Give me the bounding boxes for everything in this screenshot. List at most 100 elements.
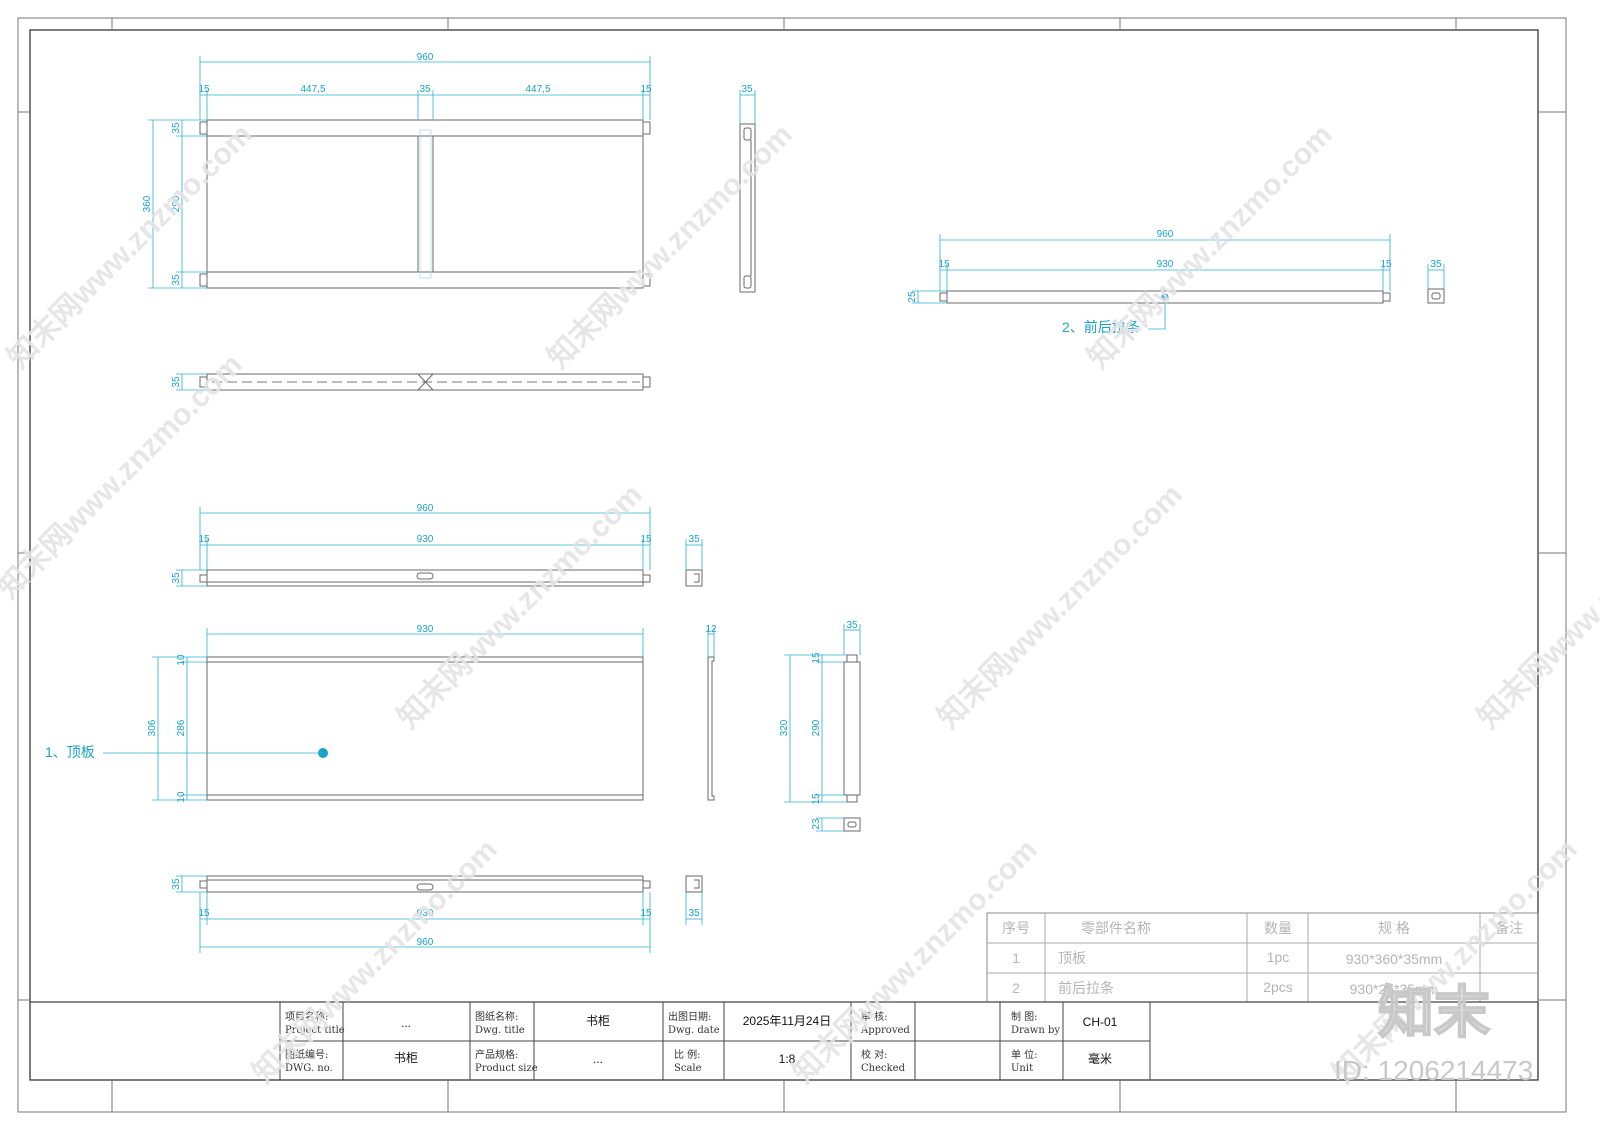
bom-header-spec: 规 格 [1378,920,1410,936]
dim-35: 35 [688,534,700,545]
board-bottom-edge-view: 35 15 930 15 35 960 [171,875,703,953]
dim-15: 15 [811,793,822,805]
size-value: ... [593,1052,603,1066]
scale-label: 比 例: [674,1048,701,1061]
rail-end-view: 35 320 15 290 15 23 [779,620,861,832]
dim-23: 23 [811,818,822,830]
rail-view: 2、前后拉条 [939,288,1445,335]
bom-row1-spec: 930*360*35mm [1346,951,1443,967]
dim-35: 35 [171,572,182,584]
dim-12: 12 [705,624,717,635]
drawn-value: CH-01 [1083,1015,1118,1029]
dim-960: 960 [417,937,434,948]
bom-row2-spec: 930*25*35mm [1350,981,1439,997]
approved-label-en: Approved [860,1025,910,1036]
svg-text:知末网www.znzmo.com: 知末网www.znzmo.com [0,348,249,605]
dim-35: 35 [688,908,700,919]
dim-306: 306 [147,719,158,736]
frame-plan-view [199,119,651,289]
unit-label-en: Unit [1011,1063,1033,1074]
board-top-edge-view: 960 15 930 15 35 35 [171,503,703,587]
size-label: 产品规格: [475,1048,518,1061]
callout-top-board: 1、顶板 [45,744,95,760]
board-plan-view: 930 306 10 286 10 1、顶板 [45,624,644,803]
bom-header-part: 零部件名称 [1081,920,1151,936]
bom-table: 序号 零部件名称 数量 规 格 备注 1 顶板 1pc 930*360*35mm… [986,912,1539,1003]
dim-360: 360 [142,195,153,212]
dim-930: 930 [417,908,434,919]
dim-290: 290 [171,195,182,212]
svg-text:知末网www.znzmo.com: 知末网www.znzmo.com [2,118,259,375]
dim-15: 15 [1380,259,1392,270]
dim-15: 15 [640,534,652,545]
approved-label: 审 核: [861,1010,888,1023]
unit-label: 单 位: [1011,1048,1038,1061]
bom-row1-no: 1 [1012,950,1020,966]
dim-35: 35 [171,878,182,890]
dim-960: 960 [417,52,434,63]
dim-15: 15 [198,534,210,545]
unit-value: 毫米 [1088,1051,1112,1066]
dwg-title-label-en: Dwg. title [475,1025,525,1036]
dim-15: 15 [198,84,210,95]
project-value: ... [401,1016,411,1030]
dim-35: 35 [846,620,858,631]
dim-447-5: 447,5 [525,84,550,95]
dim-290: 290 [811,719,822,736]
frame-ticks [18,18,1566,1112]
dwgno-label: 图纸编号: [285,1048,328,1061]
bom-row2-no: 2 [1012,980,1020,996]
outer-frame [17,17,1567,1113]
svg-text:知末网www.znzmo.com: 知末网www.znzmo.com [932,478,1189,735]
dim-10: 10 [176,791,187,803]
svg-text:知末网www.znzmo.com: 知末网www.znzmo.com [247,833,504,1090]
dwgno-value: 书柜 [394,1051,418,1065]
frame-front-view: 35 [171,373,651,391]
date-label-en: Dwg. date [668,1025,720,1036]
dim-35: 35 [1430,259,1442,270]
dwg-title-value: 书柜 [586,1014,610,1028]
checked-label-en: Checked [861,1063,906,1074]
dim-447-5: 447,5 [300,84,325,95]
date-value: 2025年11月24日 [743,1014,832,1028]
bom-row2-part: 前后拉条 [1058,980,1114,996]
bom-row1-part: 顶板 [1058,950,1086,966]
dim-15: 15 [938,259,950,270]
dim-25: 25 [907,291,918,303]
dwgno-label-en: DWG. no. [285,1063,333,1074]
dim-35: 35 [741,84,753,95]
watermark-layer: 知末网www.znzmo.com 知末网www.znzmo.com 知末网www… [0,118,1600,1090]
watermark-logo: 知末 [1378,981,1490,1044]
drawn-label: 制 图: [1011,1010,1038,1023]
frame-plan-dimensions: 960 15 447,5 35 447,5 15 360 35 290 35 [142,52,652,289]
bom-row1-qty: 1pc [1267,949,1290,965]
dim-35: 35 [171,376,182,388]
board-side-section: 12 [705,624,717,801]
dim-10: 10 [176,654,187,666]
dim-960: 960 [1157,229,1174,240]
bom-header-no: 序号 [1002,920,1030,936]
dim-35: 35 [419,84,431,95]
bom-header-note: 备注 [1495,920,1523,936]
dim-930: 930 [1157,259,1174,270]
dim-15: 15 [811,652,822,664]
dim-15: 15 [640,908,652,919]
svg-text:知末网www.znzmo.com: 知末网www.znzmo.com [1082,118,1339,375]
size-label-en: Product size [475,1063,538,1074]
project-label: 项目名称: [285,1010,328,1023]
callout-rail: 2、前后拉条 [1062,319,1140,335]
inner-frame [29,29,1539,1081]
frame-side-view: 35 [739,84,756,293]
checked-label: 校 对: [861,1048,888,1061]
scale-label-en: Scale [674,1063,702,1074]
svg-text:知末网www.znzmo.com: 知末网www.znzmo.com [542,118,799,375]
dim-930: 930 [417,624,434,635]
title-block: 项目名称: Project title ... 图纸名称: Dwg. title… [30,1001,1538,1080]
dim-15: 15 [640,84,652,95]
date-label: 出图日期: [668,1010,711,1023]
bom-header-qty: 数量 [1264,920,1292,936]
scale-value: 1:8 [779,1052,796,1066]
dim-15: 15 [198,908,210,919]
watermark-id: ID: 1206214473 [1334,1055,1533,1086]
